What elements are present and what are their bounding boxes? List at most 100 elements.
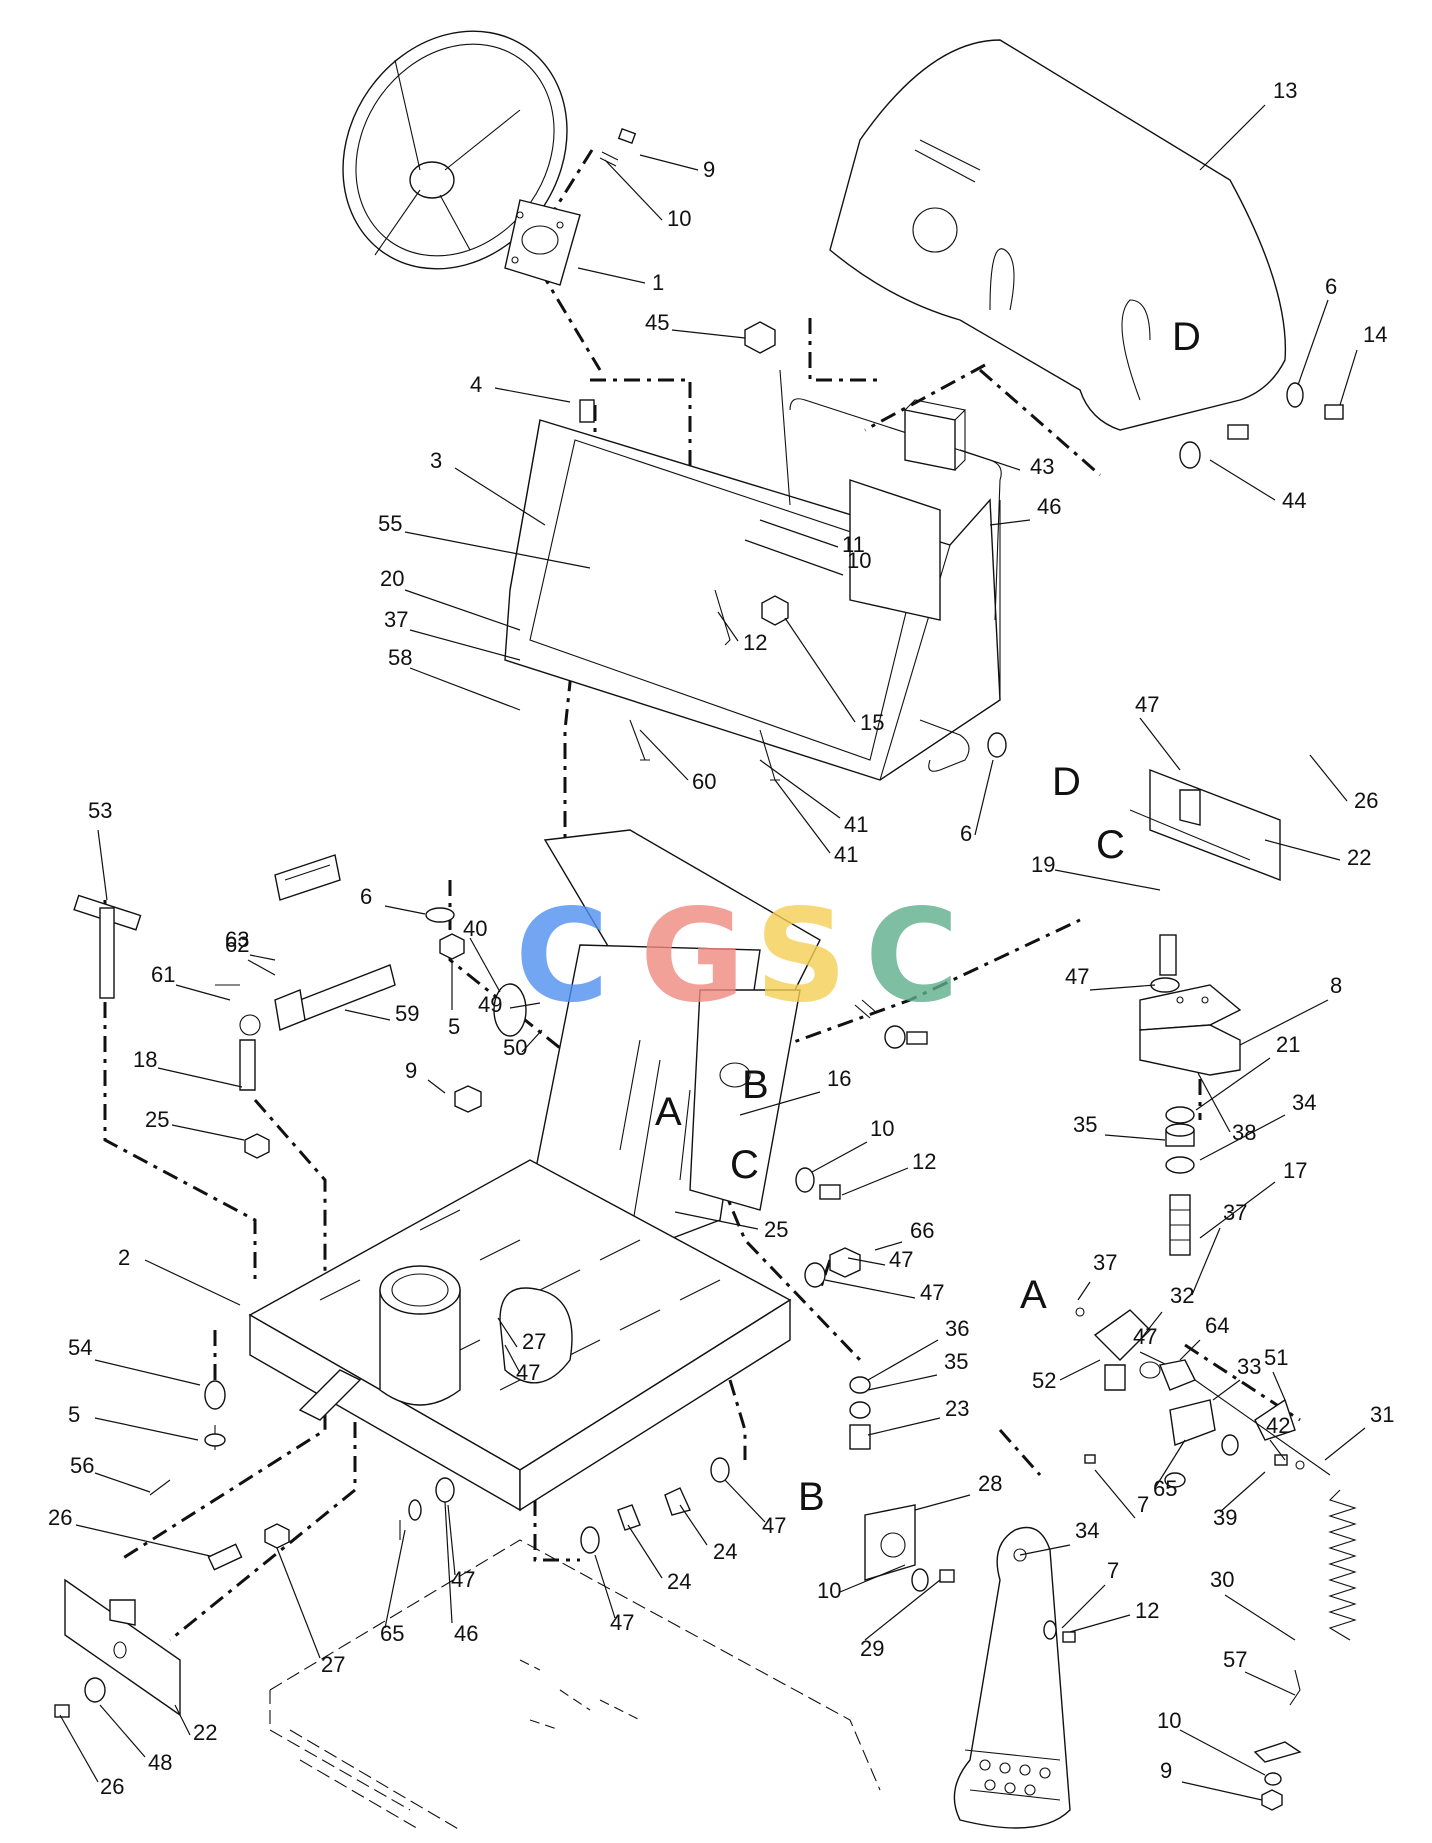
leader-line xyxy=(679,1504,708,1546)
callout-12: 12 xyxy=(1135,1598,1159,1623)
leader-line xyxy=(744,539,844,576)
leader-line xyxy=(75,1524,211,1557)
leader-line xyxy=(494,387,571,403)
callout-6: 6 xyxy=(360,884,372,909)
steering-wheel xyxy=(342,30,568,270)
leader-line xyxy=(1224,1594,1296,1641)
callout-56: 56 xyxy=(70,1453,94,1478)
leader-line xyxy=(867,1339,939,1381)
reference-letter-d-hood: D xyxy=(1172,315,1201,359)
leader-line xyxy=(1269,1439,1286,1461)
leader-line xyxy=(1179,1729,1266,1776)
reference-letter-c: C xyxy=(730,1143,759,1187)
leader-line xyxy=(444,1501,453,1624)
callout-6: 6 xyxy=(1325,274,1337,299)
leader-line xyxy=(1061,1584,1106,1629)
callout-4: 4 xyxy=(470,372,482,397)
callout-21: 21 xyxy=(1276,1032,1300,1057)
leader-line xyxy=(839,1564,906,1593)
brake-pedal xyxy=(953,1526,1071,1829)
callout-14: 14 xyxy=(1363,322,1387,347)
bracket-lower-left xyxy=(64,1578,181,1717)
leader-line xyxy=(874,1241,903,1251)
callout-39: 39 xyxy=(1213,1505,1237,1530)
leader-line xyxy=(639,154,699,171)
leader-line xyxy=(1195,1057,1271,1111)
watermark-letter: C xyxy=(865,882,959,1031)
callout-33: 33 xyxy=(1237,1354,1261,1379)
leader-line xyxy=(774,779,831,854)
callout-50: 50 xyxy=(503,1035,527,1060)
callout-34: 34 xyxy=(1292,1090,1316,1115)
reference-letter-b: B xyxy=(742,1063,769,1107)
leader-line xyxy=(739,1091,821,1116)
leader-line xyxy=(1199,1181,1276,1239)
callout-12: 12 xyxy=(743,630,767,655)
leader-line xyxy=(1019,1544,1071,1556)
floor-plate xyxy=(248,1159,792,1512)
callout-44: 44 xyxy=(1282,488,1306,513)
leader-line xyxy=(759,759,841,819)
pedal-switch-assembly xyxy=(1093,1309,1331,1476)
leader-line xyxy=(175,984,231,1001)
callout-61: 61 xyxy=(151,962,175,987)
leader-line xyxy=(1264,839,1341,861)
leader-line xyxy=(144,1259,241,1306)
leader-line xyxy=(171,1124,245,1141)
leader-line xyxy=(276,1547,321,1659)
leader-line xyxy=(469,937,501,993)
callout-2: 2 xyxy=(118,1245,130,1270)
leader-line xyxy=(671,329,746,339)
callout-49: 49 xyxy=(478,992,502,1017)
callout-9: 9 xyxy=(1160,1758,1172,1783)
leader-line xyxy=(989,519,1031,526)
leader-line xyxy=(97,829,108,901)
leader-line xyxy=(1209,459,1276,501)
callout-26: 26 xyxy=(48,1505,72,1530)
leader-line xyxy=(811,1141,868,1173)
callout-47: 47 xyxy=(1135,692,1159,717)
callout-26: 26 xyxy=(100,1774,124,1799)
callout-9: 9 xyxy=(703,157,715,182)
mount-bumper-stack xyxy=(1139,984,1242,1076)
callout-10: 10 xyxy=(817,1578,841,1603)
callout-34: 34 xyxy=(1075,1518,1099,1543)
leader-line xyxy=(99,1704,146,1758)
leader-line xyxy=(344,1009,391,1021)
callout-30: 30 xyxy=(1210,1567,1234,1592)
return-spring xyxy=(1328,1489,1357,1641)
callout-41: 41 xyxy=(844,812,868,837)
callout-43: 43 xyxy=(1030,454,1054,479)
leader-line xyxy=(841,1167,909,1196)
callout-47: 47 xyxy=(451,1567,475,1592)
callout-26: 26 xyxy=(1354,788,1378,813)
callout-5: 5 xyxy=(448,1014,460,1039)
reference-letter-a: A xyxy=(655,1090,682,1134)
callout-22: 22 xyxy=(193,1720,217,1745)
callout-1: 1 xyxy=(652,270,664,295)
leader-line xyxy=(1272,1371,1286,1401)
callout-numbers: 1234556667789991010101010111212121314151… xyxy=(48,78,1394,1799)
callout-40: 40 xyxy=(463,916,487,941)
callout-3: 3 xyxy=(430,448,442,473)
callout-10: 10 xyxy=(847,548,871,573)
leader-line xyxy=(627,1524,663,1579)
leader-line xyxy=(447,1504,456,1576)
callout-38: 38 xyxy=(1232,1120,1256,1145)
callout-8: 8 xyxy=(1330,973,1342,998)
callout-35: 35 xyxy=(944,1349,968,1374)
callout-46: 46 xyxy=(454,1621,478,1646)
hood xyxy=(829,39,1287,431)
leader-line xyxy=(384,905,426,915)
callout-24: 24 xyxy=(667,1569,691,1594)
leader-line xyxy=(1199,104,1266,171)
leader-line xyxy=(1139,1351,1166,1365)
leader-line xyxy=(864,1579,941,1641)
callout-41: 41 xyxy=(834,842,858,867)
reference-letter-c-bracket: C xyxy=(1096,823,1125,867)
callout-9: 9 xyxy=(405,1058,417,1083)
callout-37: 37 xyxy=(384,607,408,632)
callout-63: 63 xyxy=(225,927,249,952)
leader-line xyxy=(1309,754,1348,802)
watermark-letter: S xyxy=(755,882,847,1031)
